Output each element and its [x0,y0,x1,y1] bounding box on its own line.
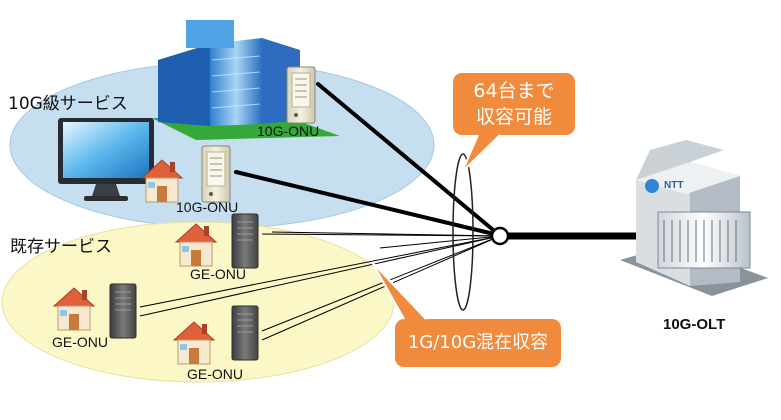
capacity-callout-line1: 64台まで [473,80,555,102]
mixed-callout-shape [371,261,563,369]
ten-g-fiber-links [234,82,500,237]
ge-onu-label: GE-ONU [52,334,108,350]
ge-onu-icon [231,305,259,361]
monitor-icon [58,118,154,201]
capacity-callout-line2: 収容可能 [475,106,552,128]
ten-g-onu-top-label: 10G-ONU [257,123,320,139]
existing-service-label: 既存サービス [10,237,112,257]
ge-onu-icon [109,283,137,339]
ge-onu-label: GE-ONU [190,266,246,282]
ten-g-onu-mid-icon [201,145,231,203]
office-building-icon [152,20,340,140]
ten-g-onu-top-icon [286,66,316,124]
ge-onu-label: GE-ONU [187,366,243,382]
capacity-callout-shape [451,71,577,173]
ge-onu-icon [231,213,259,269]
ntt-building-icon [620,140,768,296]
ntt-brand-label: NTT [664,180,684,191]
splitter-node [490,226,510,246]
grouping-ring [452,153,474,311]
mixed-callout: 1G/10G混在収容 [407,332,549,353]
capacity-callout: 64台まで 収容可能 [452,78,576,130]
ten-g-service-label: 10G級サービス [8,94,128,114]
ge-fiber-links [139,231,501,341]
ten-g-onu-mid-label: 10G-ONU [176,199,239,215]
olt-label: 10G-OLT [663,316,726,333]
